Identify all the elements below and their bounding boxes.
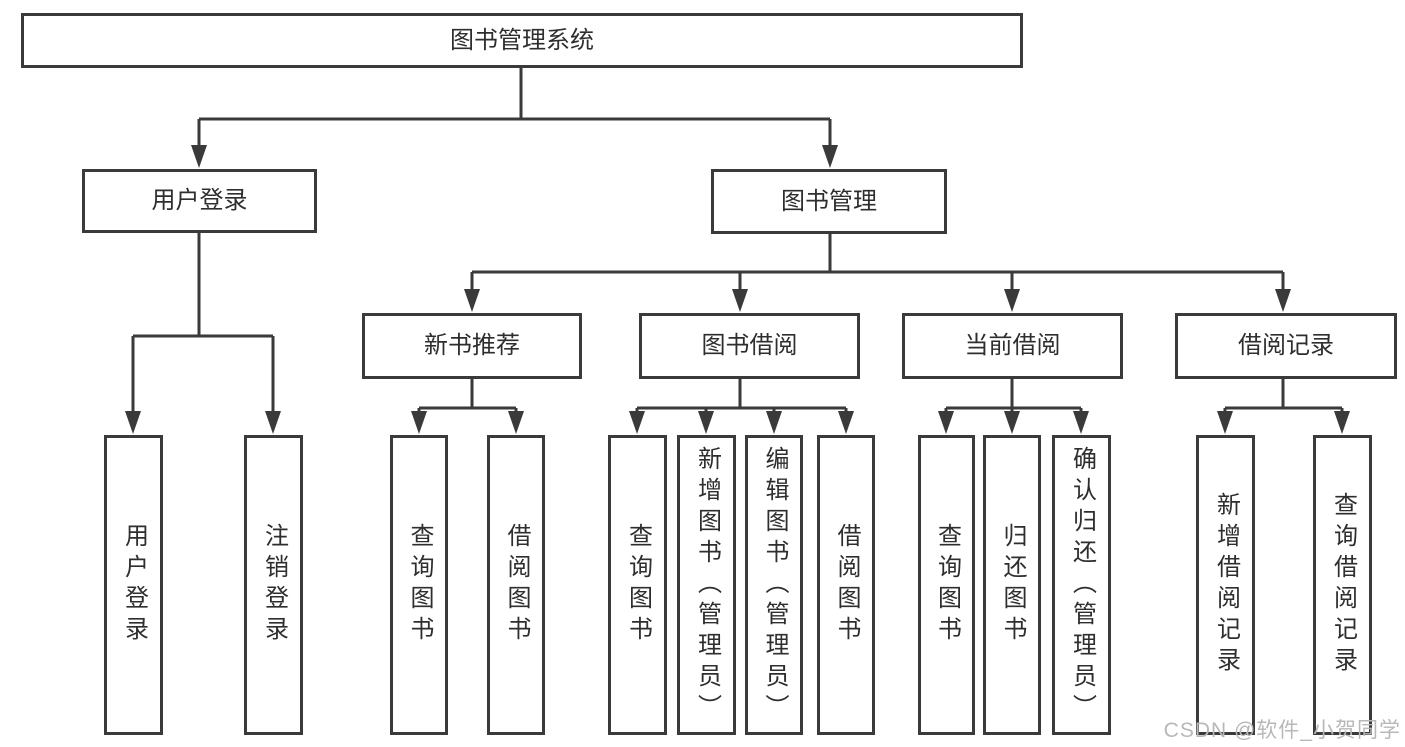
leaf-borrowing-query-books: 查询图书: [608, 435, 667, 735]
node-label: 图书管理: [781, 187, 877, 215]
node-label: 编辑图书（管理员）: [761, 445, 788, 725]
node-label: 用户登录: [120, 523, 148, 647]
leaf-newbooks-query-books: 查询图书: [390, 435, 448, 735]
node-label: 用户登录: [151, 187, 248, 214]
node-user-login: 用户登录: [82, 169, 317, 233]
node-label: 借阅图书: [833, 523, 860, 647]
node-label: 查询图书: [406, 523, 433, 647]
leaf-borrowing-edit-books-admin: 编辑图书（管理员）: [745, 435, 803, 735]
leaf-user-login: 用户登录: [104, 435, 163, 735]
node-label: 图书借阅: [701, 332, 798, 359]
node-label: 借阅图书: [503, 523, 530, 647]
leaf-current-return-books: 归还图书: [983, 435, 1041, 735]
node-book-management: 图书管理: [711, 169, 947, 234]
node-label: 新增图书（管理员）: [693, 445, 721, 725]
leaf-records-add-borrow-record: 新增借阅记录: [1196, 435, 1255, 735]
node-label: 查询借阅记录: [1329, 492, 1357, 678]
node-library-management-system: 图书管理系统: [21, 13, 1023, 68]
node-book-borrowing: 图书借阅: [639, 313, 860, 379]
leaf-records-query-borrow-record: 查询借阅记录: [1313, 435, 1372, 735]
leaf-newbooks-borrow-books: 借阅图书: [487, 435, 545, 735]
node-label: 归还图书: [999, 523, 1026, 647]
node-label: 借阅记录: [1238, 332, 1334, 359]
leaf-borrowing-add-books-admin: 新增图书（管理员）: [677, 435, 736, 735]
leaf-current-query-books: 查询图书: [918, 435, 975, 735]
node-label: 图书管理系统: [450, 26, 594, 54]
watermark-text: CSDN @软件_小贺同学: [1163, 719, 1401, 742]
node-label: 查询图书: [624, 523, 652, 647]
node-label: 注销登录: [260, 523, 288, 647]
node-label: 当前借阅: [964, 332, 1061, 359]
node-label: 确认归还（管理员）: [1068, 445, 1096, 725]
node-borrowing-records: 借阅记录: [1175, 313, 1397, 379]
node-current-borrowing: 当前借阅: [902, 313, 1123, 379]
leaf-current-confirm-return-admin: 确认归还（管理员）: [1052, 435, 1111, 735]
node-label: 新增借阅记录: [1212, 492, 1240, 678]
node-label: 查询图书: [933, 523, 961, 647]
leaf-logout: 注销登录: [244, 435, 303, 735]
node-label: 新书推荐: [424, 332, 520, 359]
leaf-borrowing-borrow-books: 借阅图书: [817, 435, 875, 735]
node-new-book-recommendation: 新书推荐: [362, 313, 582, 379]
